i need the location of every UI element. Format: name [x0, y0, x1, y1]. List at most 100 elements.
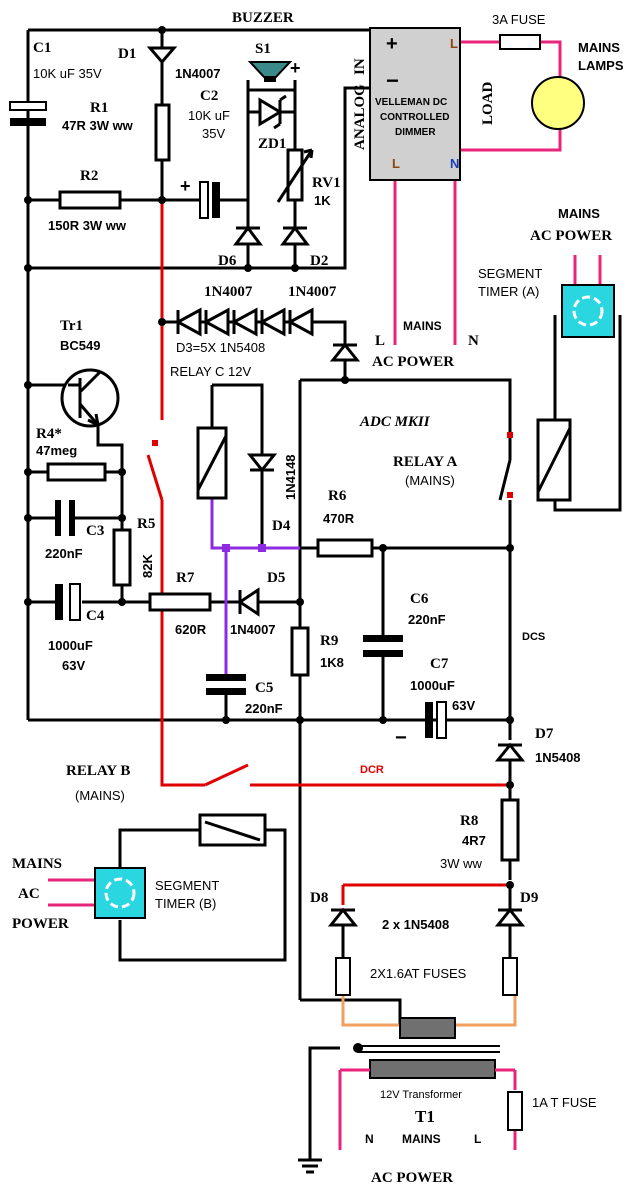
fuse-1-6a-left	[335, 957, 351, 996]
buzzer-label: BUZZER	[232, 10, 294, 26]
d3-diode-string	[174, 307, 361, 362]
c2-plus-label: +	[180, 176, 191, 196]
s1-name: S1	[255, 41, 271, 57]
zd1-name: ZD1	[258, 136, 286, 152]
L-mid-label: L	[375, 333, 385, 349]
d4-diode	[246, 453, 278, 473]
r6-value: 470R	[323, 511, 355, 526]
d7-diode	[494, 742, 526, 762]
c6-name: C6	[410, 591, 429, 607]
rv1-potentiometer	[276, 148, 314, 203]
transformer-label: 12V Transformer	[380, 1089, 462, 1101]
c2-capacitor	[199, 181, 220, 219]
in-label: IN	[352, 58, 368, 75]
mains-mid-label: MAINS	[403, 319, 442, 333]
mains-lamps-label-2: LAMPS	[578, 58, 624, 73]
r5-name: R5	[137, 516, 155, 532]
r7-name: R7	[176, 570, 195, 586]
r4-resistor	[46, 462, 107, 482]
fuse-1a	[507, 1091, 523, 1131]
segment-timer-b-label-2: TIMER (B)	[155, 896, 216, 911]
c6-value: 220nF	[408, 612, 446, 627]
d8-name: D8	[310, 890, 328, 906]
c2-value-1: 10K uF	[188, 108, 230, 123]
N-mid-label: N	[468, 333, 479, 349]
dimmer-N: N	[450, 156, 459, 171]
mains-lamps-label-1: MAINS	[578, 40, 620, 55]
r5-value: 82K	[140, 554, 155, 578]
dcr-label: DCR	[360, 764, 384, 776]
d9-diode	[341, 885, 526, 938]
relay-a-sublabel: (MAINS)	[405, 473, 455, 488]
r1-resistor	[154, 103, 171, 162]
c6-capacitor	[363, 635, 403, 657]
fuses-2x-label: 2X1.6AT FUSES	[370, 966, 467, 981]
zd1-zener-icon	[248, 94, 295, 130]
c2-value-2: 35V	[202, 126, 225, 141]
mains-ac-power-left-3: POWER	[12, 916, 69, 932]
r2-resistor	[58, 190, 122, 210]
c5-name: C5	[255, 680, 273, 696]
d7-name: D7	[535, 726, 554, 742]
r1-name: R1	[90, 100, 108, 116]
s1-plus-label: +	[290, 58, 301, 78]
c4-value-2: 63V	[62, 658, 85, 673]
c1-capacitor	[9, 101, 47, 126]
d5-name: D5	[267, 570, 285, 586]
t1-label: T1	[415, 1107, 435, 1126]
r7-resistor	[148, 592, 212, 612]
d5-value: 1N4007	[230, 622, 276, 637]
r8-name: R8	[460, 813, 478, 829]
d7-value: 1N5408	[535, 750, 581, 765]
t1-mains-label: MAINS	[402, 1132, 441, 1146]
rv1-name: RV1	[312, 175, 341, 191]
ground-icon	[298, 1159, 322, 1173]
c4-capacitor	[55, 583, 81, 621]
relay-b-label: RELAY B	[66, 763, 130, 779]
transformer-secondary	[399, 1017, 456, 1039]
r4-value: 47meg	[36, 443, 77, 458]
mains-ac-power-top-2: AC POWER	[530, 228, 612, 244]
dimmer-plus: +	[386, 33, 398, 55]
load-label: LOAD	[480, 81, 496, 125]
relay-a-label: RELAY A	[393, 454, 457, 470]
r7-value: 620R	[175, 622, 207, 637]
fuse3a-label: 3A FUSE	[492, 12, 546, 27]
d6-value: 1N4007	[204, 284, 253, 300]
d6-diode	[233, 225, 263, 246]
d9-name: D9	[520, 890, 538, 906]
dimmer-L-bottom: L	[392, 156, 400, 171]
d1-value: 1N4007	[175, 66, 221, 81]
dimmer-minus: −	[386, 68, 399, 93]
labels: BUZZER 3A FUSE MAINS LAMPS LOAD VELLEMAN…	[12, 10, 624, 1186]
r9-name: R9	[320, 633, 338, 649]
relay-a-coil	[536, 418, 572, 502]
ac-power-mid-label: AC POWER	[372, 354, 454, 370]
adc-label: ADC MKII	[359, 414, 431, 430]
segment-timer-b-label-1: SEGMENT	[155, 878, 219, 893]
segment-timer-a-label-1: SEGMENT	[478, 266, 542, 281]
r1-value: 47R 3W ww	[62, 118, 134, 133]
r6-resistor	[316, 538, 374, 558]
r8-value-1: 4R7	[462, 833, 486, 848]
d6-name: D6	[218, 253, 237, 269]
relay-c-switch	[146, 440, 164, 501]
t1-N-label: N	[365, 1132, 374, 1146]
c4-value-1: 1000uF	[48, 638, 93, 653]
relay-a-switch	[498, 432, 513, 501]
mains-ac-power-left-2: AC	[18, 886, 40, 902]
c3-value: 220nF	[45, 546, 83, 561]
junction-dots	[24, 26, 514, 1053]
relay-c-coil	[196, 426, 228, 500]
buzzer-s1-icon	[247, 61, 293, 82]
segment-timer-a-icon	[561, 284, 615, 338]
mains-ac-power-left-1: MAINS	[12, 856, 62, 872]
segment-timer-b-icon	[94, 867, 146, 919]
d2-name: D2	[310, 253, 328, 269]
t1-L-label: L	[474, 1132, 481, 1146]
r8-value-2: 3W ww	[440, 856, 483, 871]
colored-wiring	[48, 40, 602, 1150]
d2-diode	[280, 225, 310, 246]
d1-name: D1	[118, 46, 136, 62]
